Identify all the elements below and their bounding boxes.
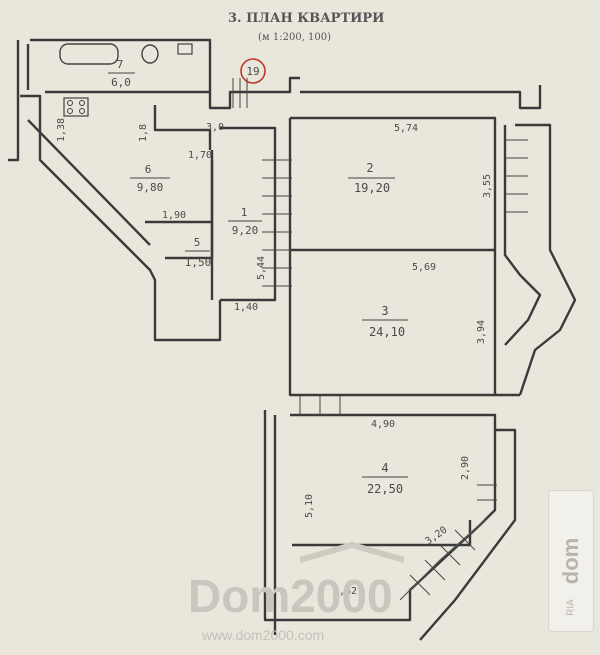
dim-2-62: 2,62 xyxy=(333,586,357,597)
room-6-number: 6 xyxy=(145,163,152,176)
dim-5-69: 5,69 xyxy=(412,262,436,273)
dim-1-38: 1,38 xyxy=(56,118,67,142)
plan-marker: 19 xyxy=(240,58,266,84)
walls xyxy=(8,38,577,641)
watermark: Dom2000 www.dom2000.com xyxy=(188,541,405,643)
sink-icon xyxy=(177,43,193,55)
dim-3-0: 3,0 xyxy=(206,122,224,133)
plan-marker-label: 19 xyxy=(246,65,259,78)
room-3-number: 3 xyxy=(381,304,388,318)
bathtub-icon xyxy=(59,43,119,65)
dim-1-70: 1,70 xyxy=(188,150,212,161)
plan-title: 3. ПЛАН КВАРТИРИ xyxy=(228,11,384,26)
dim-5-10: 5,10 xyxy=(304,494,315,518)
room-5-area: 1,50 xyxy=(185,256,212,269)
dim-2-90: 2,90 xyxy=(460,456,471,480)
plan-scale: (м 1:200, 100) xyxy=(258,32,331,43)
watermark-brand: Dom2000 xyxy=(188,570,393,622)
toilet-icon xyxy=(141,44,159,64)
dim-1-90: 1,90 xyxy=(162,210,186,221)
dim-3-55: 3,55 xyxy=(482,174,493,198)
room-2-area: 19,20 xyxy=(354,181,390,195)
window-hatches xyxy=(232,78,528,596)
dim-1-40: 1,40 xyxy=(234,302,258,313)
bathroom-fixtures xyxy=(59,43,193,65)
room-1-area: 9,20 xyxy=(232,224,259,237)
dim-5-44: 5,44 xyxy=(256,256,267,280)
room-3-area: 24,10 xyxy=(369,325,405,339)
dim-1-8: 1,8 xyxy=(138,124,149,142)
room-5-number: 5 xyxy=(194,236,201,249)
room-labels: 7 6,0 6 9,80 5 1,50 1 9,20 2 19,20 3 24,… xyxy=(108,58,408,496)
stove-icon xyxy=(63,97,89,117)
room-4-number: 4 xyxy=(381,461,388,475)
dim-3-94: 3,94 xyxy=(476,320,487,344)
room-1-number: 1 xyxy=(241,206,248,219)
room-6-area: 9,80 xyxy=(137,181,164,194)
badge-sub: RIA xyxy=(565,599,577,616)
room-2-number: 2 xyxy=(366,161,373,175)
room-7-number: 7 xyxy=(117,58,124,71)
watermark-site: www.dom2000.com xyxy=(201,627,324,643)
room-4-area: 22,50 xyxy=(367,482,403,496)
dom-ria-badge: dom RIA xyxy=(548,490,594,632)
room-7-area: 6,0 xyxy=(111,76,131,89)
dim-5-74: 5,74 xyxy=(394,123,418,134)
badge-text: dom xyxy=(558,537,583,585)
dim-4-90: 4,90 xyxy=(371,419,395,430)
